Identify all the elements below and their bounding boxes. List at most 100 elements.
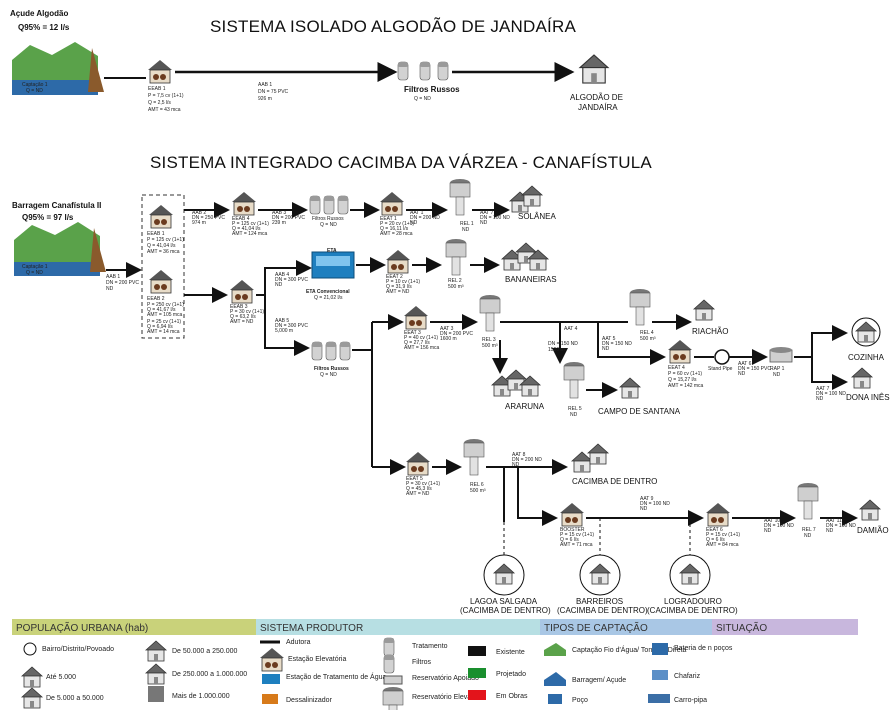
int-aat4-len: 1500 m xyxy=(548,347,565,353)
acude-algodao-icon xyxy=(12,42,104,95)
int-line-aat5 xyxy=(597,322,666,365)
int-filtros2-icon xyxy=(311,341,351,361)
iso-eeab-amt: AMT = 43 mca xyxy=(148,107,181,113)
int-eeat1-l2: Q = 16,11 l/s xyxy=(380,226,409,232)
int-rel1-vol: ND xyxy=(462,227,470,233)
int-rel7-name: REL 7 xyxy=(802,527,816,533)
legend-sist-title: SISTEMA PRODUTOR xyxy=(260,623,363,634)
legend-pop-4: De 250.000 a 1.000.000 xyxy=(172,671,247,678)
int-eeat6-name: EEAT 6 xyxy=(706,527,723,533)
legend-pop-5: Mais de 1.000.000 xyxy=(172,693,230,700)
legend-bairro-icon xyxy=(23,642,37,656)
int-rel6-name: REL 6 xyxy=(470,482,484,488)
int-aat7-dn: DN = 100 ND xyxy=(480,215,510,221)
campo-label: CAMPO DE SANTANA xyxy=(598,407,681,416)
int-aat8-len: ND xyxy=(512,462,520,468)
pump-eeab4-icon xyxy=(231,191,257,216)
legend-tipos-2: Poço xyxy=(572,697,588,704)
int-eeab2-l3: AMT = 105 mca xyxy=(147,312,183,318)
legend-sist-4: Tratamento xyxy=(412,643,448,650)
int-filtros1-name: Filtros Russos xyxy=(312,216,344,222)
int-aat10-dn: DN = 100 ND xyxy=(764,523,794,529)
int-aat8-name: AAT 8 xyxy=(512,452,526,458)
int-eta-name: ETA Convencional xyxy=(306,289,350,295)
legend-existente-swatch xyxy=(468,646,486,656)
int-aat9-dn: DN = 100 ND xyxy=(640,501,670,507)
int-aab2-len: 974 m xyxy=(192,220,206,226)
int-eeab2-l6: AMT = 14 mca xyxy=(147,329,180,335)
canafistula-flow: Q95% = 97 l/s xyxy=(22,213,74,222)
legend-tipos-4: Chafariz xyxy=(674,673,701,680)
logradouro-label-2: (CACIMBA DE DENTRO) xyxy=(647,606,738,615)
legend-chafariz-icon xyxy=(652,670,668,680)
legend-1000000-icon xyxy=(148,686,164,702)
damiao-label: DAMIÃO xyxy=(857,526,889,535)
int-rap1-vol: ND xyxy=(773,372,781,378)
int-aat6-len: ND xyxy=(738,371,746,377)
int-aat7b-dn: DN = 100 ND xyxy=(816,391,846,397)
legend-tipos-0: Captação Fio d'Água/ Tomada Direta xyxy=(572,645,687,654)
int-aab3-name: AAB 3 xyxy=(272,210,286,216)
int-aab5-len: 5,000 m xyxy=(275,328,293,334)
legend-sit-1: Projetado xyxy=(496,671,526,678)
int-eeab2-l2: Q = 41,67 l/s xyxy=(147,307,176,313)
int-aat8-dn: DN = 200 ND xyxy=(512,457,542,463)
legend-tipos-1: Barragem/ Açude xyxy=(572,677,626,684)
legend-header-tipos xyxy=(540,619,712,635)
int-filtros2-name: Filtros Russos xyxy=(314,366,349,372)
int-booster-l1: P = 15 cv (1+1) xyxy=(560,532,594,538)
eeab-dashed-box xyxy=(141,194,185,339)
int-booster-l2: Q = 6 l/s xyxy=(560,537,579,543)
int-line-aab5 xyxy=(264,295,310,356)
pump-eeab1-icon xyxy=(148,204,174,229)
int-eeat6-l3: AMT = 84 mca xyxy=(706,542,739,548)
legend-dessalinizador-icon xyxy=(262,694,278,704)
int-filtros1-icon xyxy=(309,195,349,215)
legend-tipos-3: Bateria de n poços xyxy=(674,645,733,652)
int-aab3-len: 239 m xyxy=(272,220,286,226)
legend-tipos-title: TIPOS DE CAPTAÇÃO xyxy=(544,621,648,634)
int-eeat3-l1: P = 40 cv (1+1) xyxy=(404,335,438,341)
eta-icon xyxy=(311,251,355,279)
legend-tratamento-icon xyxy=(383,637,395,657)
int-rel2-vol: 500 m³ xyxy=(448,284,464,290)
int-eeab2-l1: P = 250 cv (1+1) xyxy=(147,302,184,308)
iso-filtros-name: Filtros Russos xyxy=(404,85,460,94)
lagoa-label-2: (CACIMBA DE DENTRO) xyxy=(460,606,551,615)
legend-sist-0: Adutora xyxy=(286,639,311,646)
cacimba-house-icon-2 xyxy=(587,443,609,465)
legend-pop-1: Até 5.000 xyxy=(46,674,76,681)
pump-eeat5-icon xyxy=(405,451,431,476)
int-aab1-name: AAB 1 xyxy=(106,274,120,280)
barreiros-label-2: (CACIMBA DE DENTRO) xyxy=(557,606,648,615)
riachao-label: RIACHÃO xyxy=(692,327,728,336)
legend-eta-icon xyxy=(262,674,280,684)
int-aab1-extra: ND xyxy=(106,286,114,292)
iso-aab-dn: DN = 75 PVC xyxy=(258,89,289,95)
int-eeab3-l1: P = 30 cv (1+1) xyxy=(230,309,264,315)
int-eeat4-l3: AMT = 142 mca xyxy=(668,383,704,389)
iso-captacao-q: Q = ND xyxy=(26,88,43,94)
int-eeat5-l3: AMT = ND xyxy=(406,491,430,497)
pump-eeat4-icon xyxy=(667,339,693,364)
legend-pop-3: De 50.000 a 250.000 xyxy=(172,648,237,655)
legend-projetado-swatch xyxy=(468,668,486,678)
int-aat5-name: AAT 5 xyxy=(602,336,616,342)
legend-50000-icon xyxy=(145,640,167,662)
legend-sist-7: Reservatório Elevado xyxy=(412,694,479,701)
legend-apoiado-icon xyxy=(383,675,403,685)
int-rel5-name: REL 5 xyxy=(568,406,582,412)
int-eeat1-name: EEAT 1 xyxy=(380,216,397,222)
legend-header-sit xyxy=(712,619,858,635)
legend-poco-icon xyxy=(548,694,562,704)
int-aat3-dn: DN = 200 PVC xyxy=(440,331,473,337)
int-aab3-dn: DN = 200 PVC xyxy=(272,215,305,221)
bananeiras-label: BANANEIRAS xyxy=(505,275,557,284)
legend-barragem-icon xyxy=(544,672,566,686)
legend-ate5000-icon xyxy=(21,666,43,688)
legend-filtros-icon xyxy=(383,654,395,674)
acude-algodao-flow: Q95% = 12 l/s xyxy=(18,23,70,32)
int-eeab1-name: EEAB 1 xyxy=(147,231,165,237)
int-line-to-dona-ines xyxy=(811,357,848,390)
title-integrado: SISTEMA INTEGRADO CACIMBA DA VÁRZEA - CA… xyxy=(150,153,652,172)
